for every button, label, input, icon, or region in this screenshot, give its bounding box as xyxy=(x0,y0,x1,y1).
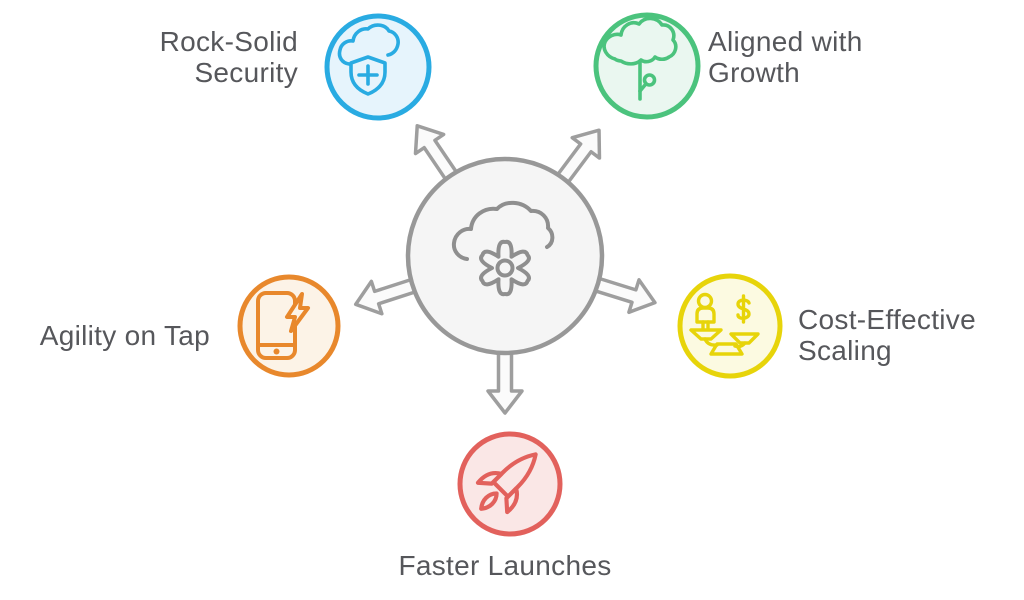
rocket-fin-right xyxy=(504,486,519,515)
rocket-flame xyxy=(479,491,499,511)
tree-canopy xyxy=(602,16,678,66)
hub-gear-hole xyxy=(495,258,515,278)
hub-cloud-outline xyxy=(451,200,555,261)
smartphone-lightning-icon xyxy=(256,291,310,360)
hub-gear xyxy=(479,239,531,297)
node-security xyxy=(324,13,432,121)
agility-ring xyxy=(237,274,341,378)
rocket-fin-left xyxy=(475,471,504,486)
cloud-shield-plus-icon xyxy=(337,23,400,96)
growing-tree-icon xyxy=(602,16,678,101)
scale-right-pan xyxy=(729,332,760,345)
lightning-bolt xyxy=(285,292,310,333)
node-cost xyxy=(677,273,783,379)
security-plus xyxy=(357,64,379,86)
node-growth xyxy=(593,12,701,120)
rocket-body xyxy=(491,452,538,499)
dollar-sign xyxy=(736,294,751,324)
label-cost: Cost-Effective Scaling xyxy=(798,304,976,366)
person-torso xyxy=(695,306,716,324)
node-launch xyxy=(457,431,563,537)
balance-scale-dollar-icon xyxy=(689,292,760,356)
cost-ring xyxy=(677,273,783,379)
label-security: Rock-Solid Security xyxy=(159,26,298,88)
rocket-icon xyxy=(475,452,538,515)
scale-base xyxy=(709,342,744,356)
growth-ring xyxy=(593,12,701,120)
security-cloud xyxy=(337,23,400,66)
person-stand xyxy=(701,320,710,331)
phone-home-dot xyxy=(273,348,280,355)
tree-branch xyxy=(638,83,647,93)
scale-left-pan xyxy=(689,328,723,341)
label-growth: Aligned with Growth xyxy=(708,26,863,88)
label-launch: Faster Launches xyxy=(398,550,612,581)
arrows xyxy=(353,124,657,415)
label-agility: Agility on Tap xyxy=(39,320,210,351)
node-agility xyxy=(237,274,341,378)
tree-bud xyxy=(642,73,657,87)
hub xyxy=(405,156,605,356)
cloud-gear-icon xyxy=(451,200,555,297)
